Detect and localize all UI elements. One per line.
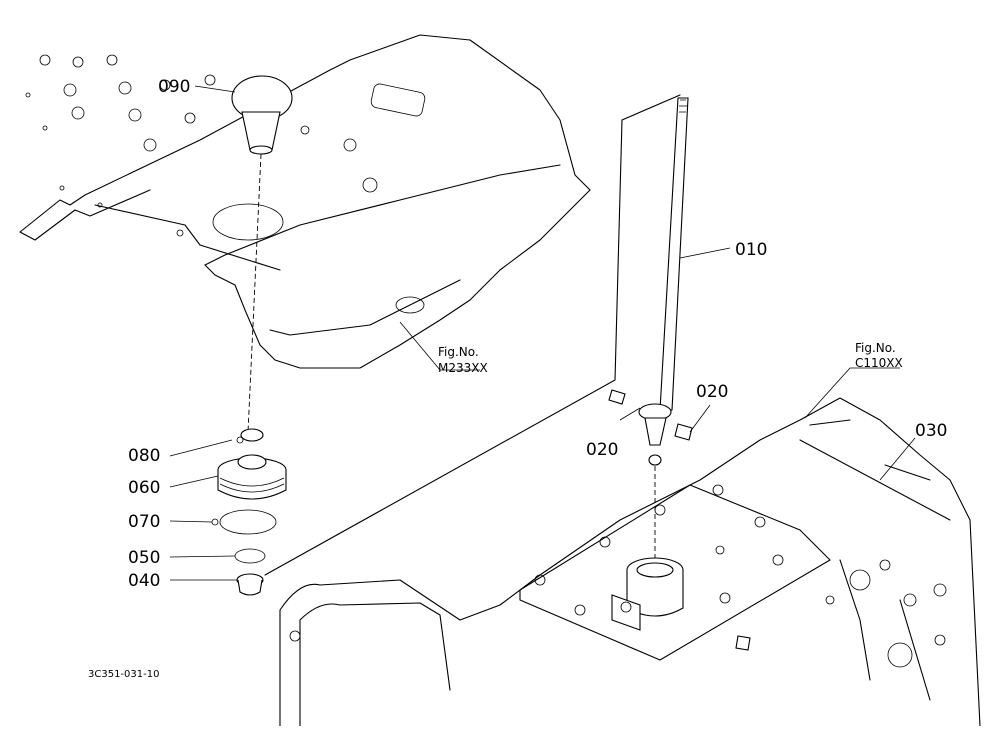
fig-ref-m233-code: M233XX: [438, 361, 488, 375]
parts-stack: [211, 428, 287, 596]
transmission-case: [279, 397, 981, 727]
callout-090: 090: [158, 77, 190, 97]
shift-knob: [231, 75, 293, 155]
fig-ref-m233-label: Fig.No.: [438, 345, 479, 359]
leader-lines: [169, 85, 916, 581]
divider-line: [621, 94, 681, 121]
fig-ref-c110-code: C110XX: [855, 356, 903, 370]
callout-020-left: 020: [586, 440, 618, 460]
assembly-axis: [247, 153, 262, 433]
drawing-number: 3C351-031-10: [88, 669, 159, 680]
floor-plate: [19, 34, 591, 369]
callout-020-right: 020: [696, 382, 728, 402]
shift-rod: [608, 97, 693, 466]
callout-030: 030: [915, 421, 947, 441]
section-boundary: [264, 119, 623, 576]
callout-040: 040: [128, 571, 160, 591]
callout-080: 080: [128, 446, 160, 466]
callout-060: 060: [128, 478, 160, 498]
callout-050: 050: [128, 548, 160, 568]
fig-ref-c110-label: Fig.No.: [855, 341, 896, 355]
callout-070: 070: [128, 512, 160, 532]
callout-010: 010: [735, 240, 767, 260]
